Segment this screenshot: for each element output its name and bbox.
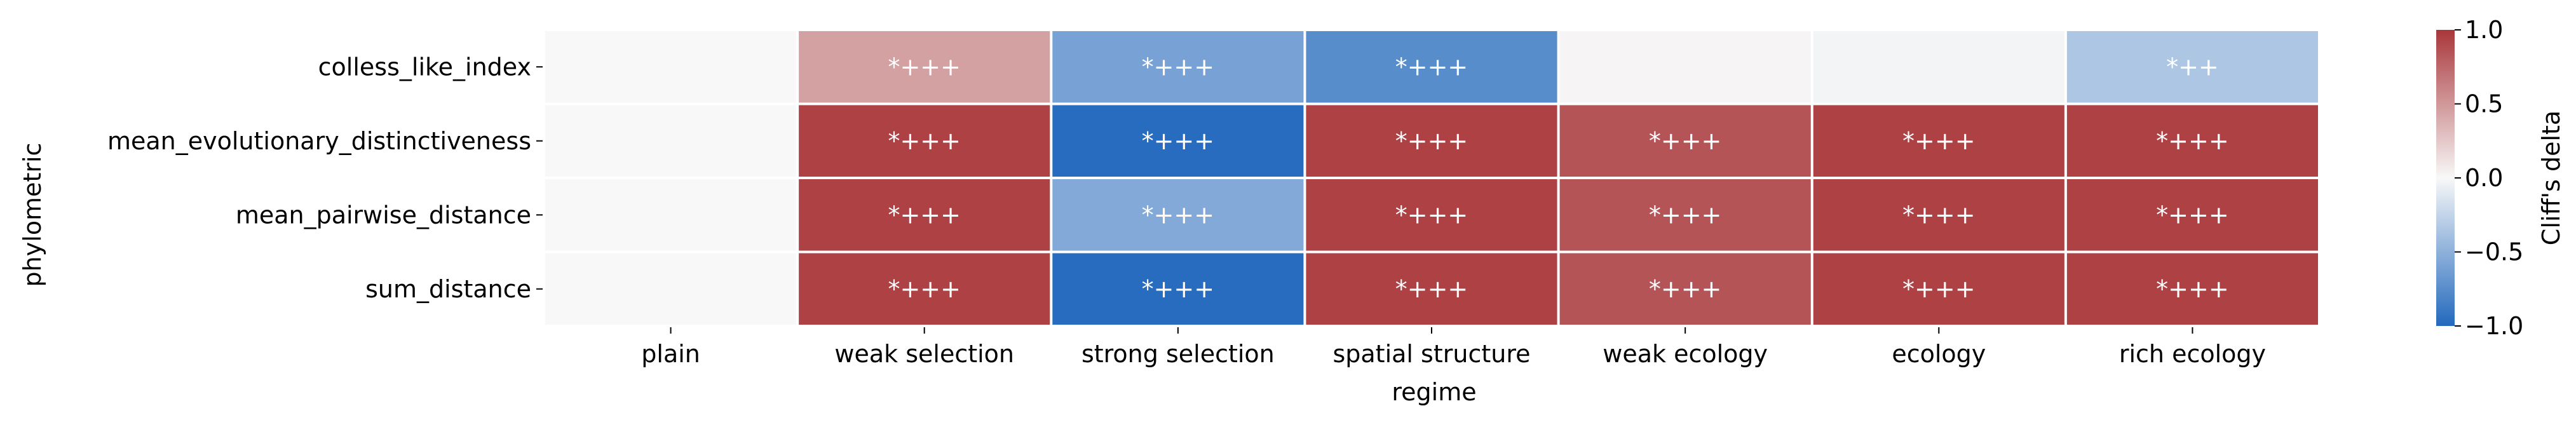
cell-annotation: *+++ — [888, 127, 961, 155]
heatmap-cell — [2066, 179, 2318, 251]
cell-annotation: *+++ — [888, 201, 961, 229]
y-tick-label: mean_evolutionary_distinctiveness — [107, 127, 531, 155]
y-tick-label: mean_pairwise_distance — [236, 201, 531, 229]
cell-annotation: *+++ — [1142, 53, 1215, 81]
colorbar: −1.0 −0.5 0.0 0.5 1.0 Cliff's delta — [2436, 16, 2565, 340]
x-tick-label: ecology — [1892, 340, 1986, 368]
y-axis-ticks: colless_like_index mean_evolutionary_dist… — [107, 53, 543, 303]
cell-annotation: *+++ — [888, 53, 961, 81]
colorbar-tick-label: −0.5 — [2465, 238, 2523, 266]
heatmap-cell — [1052, 179, 1304, 251]
heatmap-cell — [545, 31, 797, 103]
heatmap-cell — [1052, 31, 1304, 103]
heatmap-cell — [1306, 31, 1557, 103]
heatmap-cell — [1813, 253, 2064, 325]
heatmap-cell — [1306, 253, 1557, 325]
heatmap-cell — [1559, 31, 1811, 103]
colorbar-ticks: −1.0 −0.5 0.0 0.5 1.0 — [2455, 16, 2523, 340]
cell-annotation: *+++ — [2156, 275, 2229, 303]
heatmap-cell — [1052, 253, 1304, 325]
cell-annotation: *+++ — [1395, 53, 1468, 81]
cell-annotation: *+++ — [1649, 201, 1722, 229]
heatmap-cell — [1306, 105, 1557, 177]
x-axis-ticks: plain weak selection strong selection spati… — [641, 327, 2266, 368]
cell-annotation: *+++ — [2156, 127, 2229, 155]
x-tick-label: rich ecology — [2119, 340, 2266, 368]
cell-annotation: *+++ — [1142, 127, 1215, 155]
cell-annotation: *++ — [2166, 53, 2219, 81]
heatmap-cell — [1559, 253, 1811, 325]
cell-annotation: *+++ — [1142, 201, 1215, 229]
heatmap-cell — [545, 179, 797, 251]
heatmap-cell — [2066, 31, 2318, 103]
x-axis-label: regime — [1392, 378, 1476, 406]
cell-annotation: *+++ — [1902, 275, 1976, 303]
colorbar-label: Cliff's delta — [2537, 111, 2565, 245]
x-tick-label: weak ecology — [1603, 340, 1768, 368]
cell-annotation: *+++ — [2156, 201, 2229, 229]
cell-annotation: *+++ — [1649, 275, 1722, 303]
x-tick-label: plain — [641, 340, 700, 368]
heatmap-cell — [1813, 179, 2064, 251]
x-tick-label: strong selection — [1081, 340, 1275, 368]
cell-annotation: *+++ — [888, 275, 961, 303]
cell-annotations: *+++ *+++ *+++ *++ *+++ *+++ *+++ *+++ *+++ *+++ *… — [888, 53, 2228, 303]
cell-annotation: *+++ — [1902, 127, 1976, 155]
y-tick-label: sum_distance — [365, 275, 531, 303]
y-axis-label: phylometric — [18, 143, 46, 287]
colorbar-tick-label: 1.0 — [2465, 16, 2503, 44]
heatmap-cell — [799, 179, 1050, 251]
cell-annotation: *+++ — [1649, 127, 1722, 155]
colorbar-tick-label: −1.0 — [2465, 312, 2523, 340]
x-tick-label: spatial structure — [1332, 340, 1530, 368]
heatmap-cell — [799, 253, 1050, 325]
colorbar-gradient — [2436, 30, 2455, 326]
heatmap-cells — [545, 31, 2318, 325]
heatmap-cell — [1559, 179, 1811, 251]
cell-annotation: *+++ — [1395, 201, 1468, 229]
heatmap-cell — [2066, 105, 2318, 177]
heatmap-cell — [799, 31, 1050, 103]
cell-annotation: *+++ — [1395, 127, 1468, 155]
y-tick-label: colless_like_index — [318, 53, 531, 81]
cell-annotation: *+++ — [1395, 275, 1468, 303]
heatmap-cell — [545, 253, 797, 325]
heatmap-cell — [1813, 105, 2064, 177]
heatmap-cell — [2066, 253, 2318, 325]
cell-annotation: *+++ — [1902, 201, 1976, 229]
x-tick-label: weak selection — [834, 340, 1014, 368]
heatmap-cell — [1052, 105, 1304, 177]
heatmap-cell — [1559, 105, 1811, 177]
colorbar-tick-label: 0.5 — [2465, 90, 2503, 118]
cell-annotation: *+++ — [1142, 275, 1215, 303]
colorbar-tick-label: 0.0 — [2465, 164, 2503, 192]
heatmap-cell — [799, 105, 1050, 177]
heatmap-cell — [1813, 31, 2064, 103]
heatmap-cell — [545, 105, 797, 177]
heatmap-cell — [1306, 179, 1557, 251]
